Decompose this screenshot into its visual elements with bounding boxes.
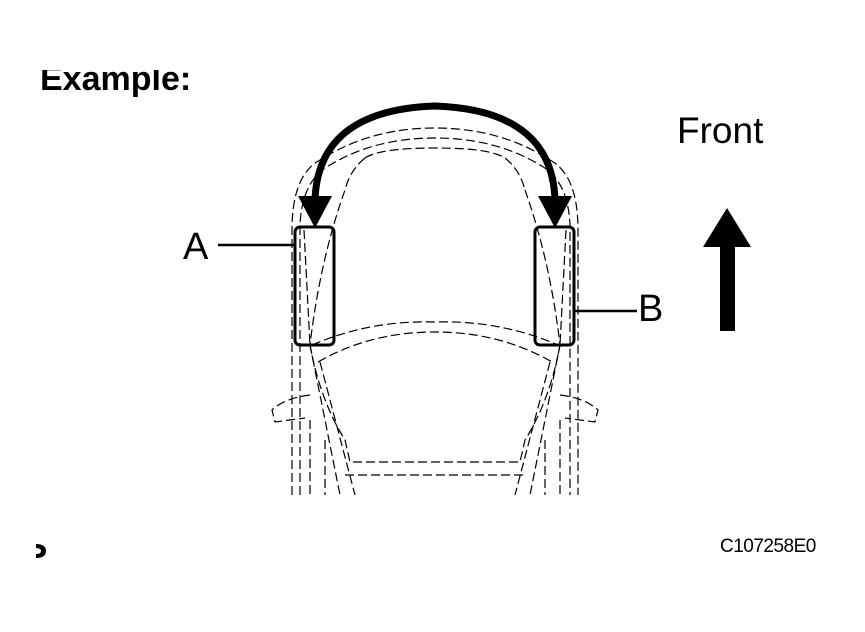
figure-code: C107258E0: [720, 536, 816, 557]
label-a: A: [183, 226, 209, 268]
arrow-up-icon: [703, 208, 751, 331]
tire-b-highlight: [533, 225, 576, 347]
example-heading: Example:: [40, 60, 192, 98]
curved-double-arrow-icon: [298, 102, 572, 228]
label-b: B: [638, 288, 664, 330]
cropped-mark: [36, 544, 46, 558]
front-label: Front: [677, 110, 764, 151]
car-outline: [271, 127, 599, 496]
